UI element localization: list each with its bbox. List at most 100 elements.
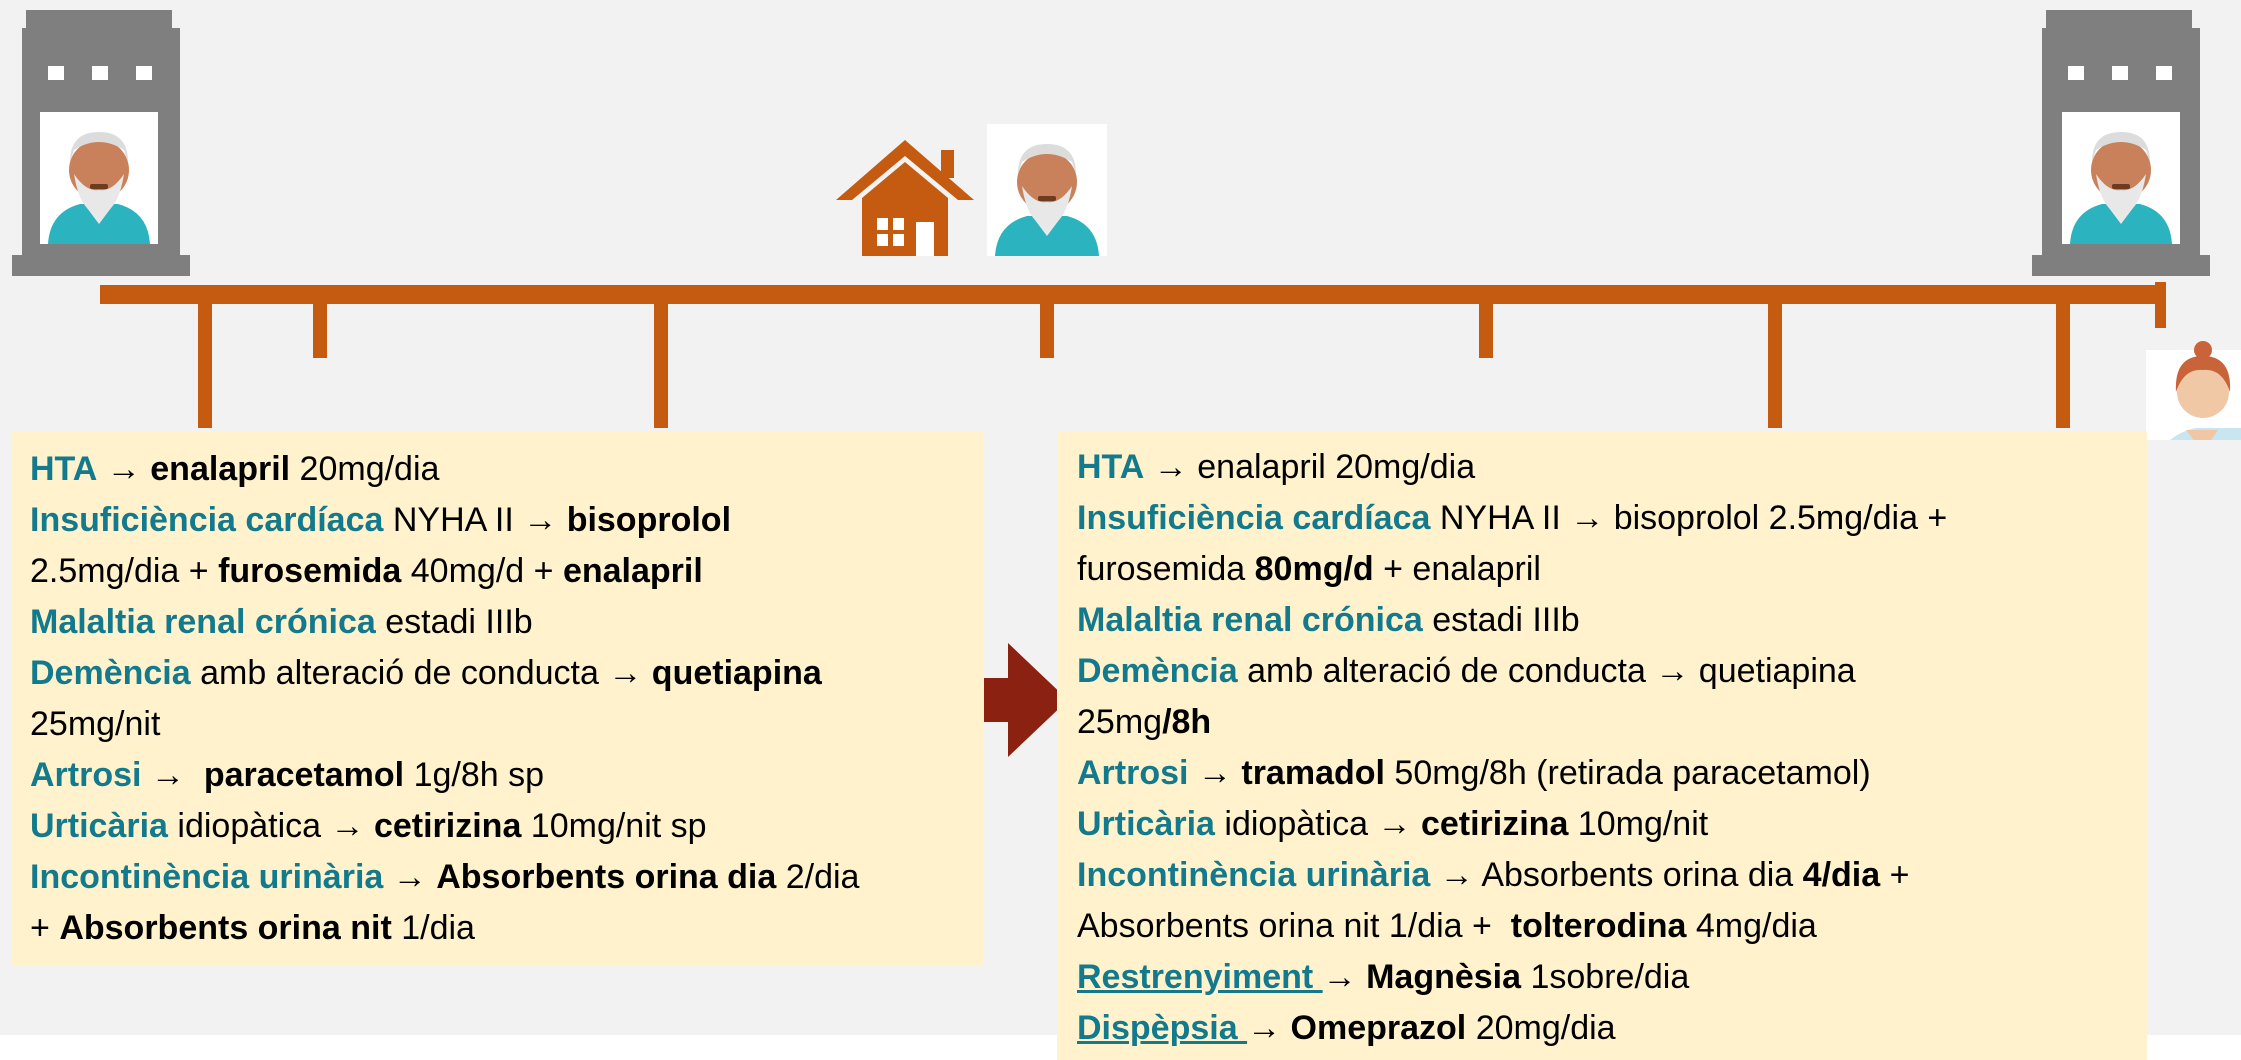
diagnosis-term: Demència xyxy=(1077,652,1238,690)
diagnosis-line: Malaltia renal crónica estadi IIIb xyxy=(1077,595,2127,646)
dose-text: 10mg/nit sp xyxy=(521,807,707,845)
dose-text: + enalapril xyxy=(1373,550,1541,588)
drug-name: tramadol xyxy=(1241,754,1385,792)
diagnosis-line: furosemida 80mg/d + enalapril xyxy=(1077,544,2127,595)
dose-text: 50mg/8h (retirada paracetamol) xyxy=(1384,754,1871,792)
drug-name: enalapril xyxy=(562,552,703,590)
drug-text: quetiapina xyxy=(1698,652,1856,690)
diagnosis-term: Artrosi xyxy=(1077,754,1189,792)
dose-text: 10mg/nit xyxy=(1568,805,1709,843)
arrow-text: → xyxy=(1322,958,1367,996)
dose-text: 2.5mg/dia + xyxy=(30,552,219,590)
diagnosis-line: + Absorbents orina nit 1/dia xyxy=(30,903,966,954)
drug-name: Absorbents orina nit xyxy=(59,909,392,947)
diagnosis-term: Urticària xyxy=(30,807,168,845)
arrow-text: → xyxy=(523,501,567,539)
changed-dose: /8h xyxy=(1162,703,1212,741)
dose-text: 2/dia xyxy=(776,858,860,896)
drug-name: furosemida xyxy=(218,552,402,590)
drug-name: enalapril xyxy=(150,450,291,488)
diagnosis-line: Malaltia renal crónica estadi IIIb xyxy=(30,597,966,648)
diagnosis-line: HTA → enalapril 20mg/dia xyxy=(30,444,966,495)
detail-text: amb alteració de conducta xyxy=(1237,652,1656,690)
dose-text: bisoprolol 2.5mg/dia + xyxy=(1613,499,1948,537)
detail-text: estadi IIIb xyxy=(1422,601,1580,639)
elderly-patient-avatar xyxy=(2062,112,2180,244)
dose-text: 20mg/dia xyxy=(290,450,440,488)
drug-name: paracetamol xyxy=(203,756,405,794)
drug-name: tolterodina xyxy=(1510,907,1687,945)
changed-dose: 80mg/d xyxy=(1254,550,1374,588)
diagnosis-line: 2.5mg/dia + furosemida 40mg/d + enalapri… xyxy=(30,546,966,597)
dose-text: 1g/8h sp xyxy=(404,756,545,794)
timeline-graphic xyxy=(12,10,2241,440)
diagnosis-line: Insuficiència cardíaca NYHA II → bisopro… xyxy=(30,495,966,546)
dose-text: + xyxy=(1880,856,1910,894)
detail-text: estadi IIIb xyxy=(375,603,533,641)
elderly-patient-avatar xyxy=(40,112,158,244)
dose-text: 1sobre/dia xyxy=(1521,958,1690,996)
diagnosis-line: Urticària idiopàtica → cetirizina 10mg/n… xyxy=(30,801,966,852)
diagnosis-term: Incontinència urinària xyxy=(1077,856,1431,894)
arrow-text: → xyxy=(97,450,151,488)
dose-text: 40mg/d + xyxy=(401,552,563,590)
diagnosis-line: Demència amb alteració de conducta → que… xyxy=(30,648,966,699)
house-icon xyxy=(836,140,974,256)
medication-panel-before: HTA → enalapril 20mg/dia Insuficiència c… xyxy=(12,431,984,965)
dose-text: 25mg/nit xyxy=(30,705,161,743)
drug-name: Absorbents orina dia xyxy=(436,858,777,896)
diagnosis-line: Incontinència urinària → Absorbents orin… xyxy=(1077,850,2127,901)
detail-text: Absorbents orina dia xyxy=(1481,856,1803,894)
diagnosis-line: Demència amb alteració de conducta → que… xyxy=(1077,646,2127,697)
drug-name: bisoprolol xyxy=(566,501,732,539)
drug-name: Omeprazol xyxy=(1290,1009,1467,1047)
detail-text: NYHA II xyxy=(1430,499,1571,537)
arrow-text: → xyxy=(141,756,204,794)
detail-text: idiopàtica xyxy=(167,807,331,845)
drug-name: cetirizina xyxy=(1420,805,1569,843)
detail-text: idiopàtica xyxy=(1214,805,1378,843)
arrow-text: → xyxy=(608,654,652,692)
arrow-text: → xyxy=(1247,1009,1291,1047)
dose-text: 20mg/dia xyxy=(1466,1009,1616,1047)
diagnosis-line: Restrenyiment → Magnèsia 1sobre/dia xyxy=(1077,952,2127,1003)
diagnosis-term: Insuficiència cardíaca xyxy=(30,501,384,539)
diagnosis-term: Insuficiència cardíaca xyxy=(1077,499,1431,537)
arrow-text: → xyxy=(1570,499,1614,537)
arrow-text: → xyxy=(1377,805,1421,843)
arrow-text: → xyxy=(383,858,437,896)
dose-text: furosemida xyxy=(1077,550,1255,588)
arrow-text: → xyxy=(1430,856,1482,894)
drug-name: cetirizina xyxy=(373,807,522,845)
dose-text: 25mg xyxy=(1077,703,1163,741)
dose-text: enalapril 20mg/dia xyxy=(1197,448,1476,486)
diagnosis-term: Restrenyiment xyxy=(1077,958,1323,996)
arrow-text: → xyxy=(330,807,374,845)
detail-text: Absorbents orina nit 1/dia + xyxy=(1077,907,1511,945)
diagnosis-term: HTA xyxy=(1077,448,1145,486)
diagnosis-line: HTA → enalapril 20mg/dia xyxy=(1077,442,2127,493)
medication-panel-after: HTA → enalapril 20mg/dia Insuficiència c… xyxy=(1057,431,2147,1060)
diagnosis-term: HTA xyxy=(30,450,98,488)
diagnosis-line: Incontinència urinària → Absorbents orin… xyxy=(30,852,966,903)
diagnosis-term: Malaltia renal crónica xyxy=(30,603,376,641)
dose-text: 4mg/dia xyxy=(1686,907,1817,945)
diagnosis-line: 25mg/8h xyxy=(1077,697,2127,748)
elderly-patient-avatar xyxy=(987,124,1107,256)
diagnosis-line: Artrosi → paracetamol 1g/8h sp xyxy=(30,750,966,801)
diagnosis-term: Artrosi xyxy=(30,756,142,794)
diagnosis-term: Dispèpsia xyxy=(1077,1009,1248,1047)
drug-name: quetiapina xyxy=(651,654,822,692)
detail-text: amb alteració de conducta xyxy=(190,654,609,692)
diagnosis-line: Insuficiència cardíaca NYHA II → bisopro… xyxy=(1077,493,2127,544)
diagnosis-line: Artrosi → tramadol 50mg/8h (retirada par… xyxy=(1077,748,2127,799)
detail-text: NYHA II xyxy=(383,501,524,539)
changed-dose: 4/dia xyxy=(1802,856,1881,894)
dose-text: 1/dia xyxy=(391,909,475,947)
detail-text: + xyxy=(30,909,60,947)
right-arrow-icon xyxy=(950,643,1068,757)
timeline-bar xyxy=(100,282,2166,428)
diagnosis-line: Absorbents orina nit 1/dia + tolterodina… xyxy=(1077,901,2127,952)
diagnosis-line: 25mg/nit xyxy=(30,699,966,750)
diagnosis-term: Urticària xyxy=(1077,805,1215,843)
